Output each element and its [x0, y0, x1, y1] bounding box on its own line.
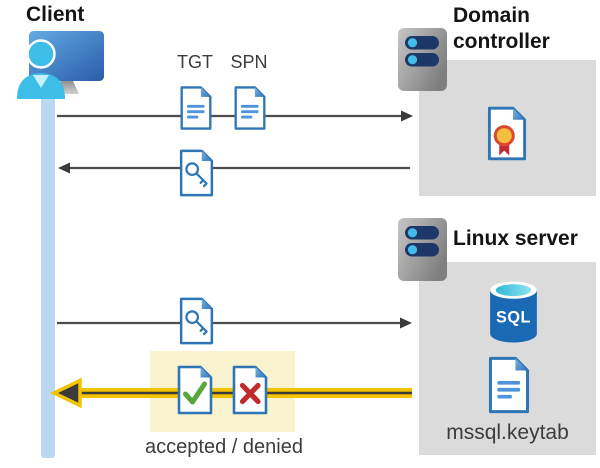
person-collar [33, 75, 49, 88]
arrow-client-to-linux [57, 317, 412, 329]
sql-badge-text: SQL [496, 309, 531, 327]
service-ticket-key-icon [179, 149, 214, 197]
certificate-ribbon [499, 142, 510, 156]
client-title: Client [26, 3, 85, 26]
certificate-icon [487, 106, 527, 161]
linux-server-title: Linux server [453, 227, 578, 250]
arrow-client-to-dc [57, 110, 413, 122]
keytab-filename: mssql.keytab [446, 421, 569, 444]
domain-controller-title: Domain controller [453, 4, 550, 53]
denied-cross-doc-icon [232, 365, 268, 415]
result-caption: accepted / denied [145, 436, 303, 458]
spn-ticket-icon [234, 86, 266, 130]
sql-database-icon: SQL [490, 281, 537, 343]
tgt-ticket-icon [180, 86, 212, 130]
arrow-dc-to-client [58, 162, 410, 174]
domain-controller-server-icon [398, 28, 447, 91]
linux-server-icon [398, 218, 447, 281]
tgt-label: TGT [177, 52, 213, 72]
client-workstation-icon [17, 31, 104, 99]
person-head [26, 39, 56, 69]
keytab-file-icon [488, 356, 530, 414]
client-timeline-bar [41, 90, 55, 458]
accepted-check-doc-icon [177, 365, 213, 415]
spn-label: SPN [230, 52, 268, 72]
certificate-seal [493, 125, 515, 147]
service-ticket-key-icon-2 [179, 297, 214, 345]
